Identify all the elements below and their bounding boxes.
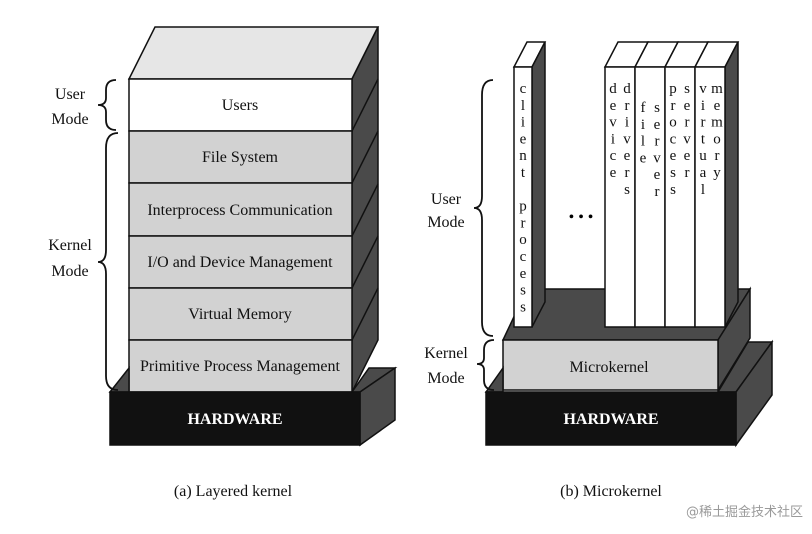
client-process-column — [513, 66, 533, 328]
kernel-mode-brace-b — [476, 339, 495, 391]
layer-file-system — [128, 130, 353, 184]
virtual-memory-column — [694, 66, 726, 328]
hardware-label-a: HARDWARE — [187, 411, 282, 428]
server-columns-side — [724, 41, 739, 328]
client-column-side — [531, 41, 546, 328]
stack-top-face — [127, 26, 380, 80]
caption-b: (b) Microkernel — [560, 483, 662, 500]
layer-label-file-system: File System — [202, 149, 279, 166]
user-mode-label-b-line1: User — [431, 191, 462, 208]
layer-label-virtual-memory: Virtual Memory — [188, 306, 291, 323]
hardware-block-a — [109, 391, 361, 446]
hardware-block-b — [485, 391, 737, 446]
layer-label-primitive-process: Primitive Process Management — [140, 358, 341, 375]
watermark: @稀土掘金技术社区 — [686, 504, 803, 520]
caption-a: (a) Layered kernel — [174, 483, 293, 500]
kernel-mode-label-b-line1: Kernel — [424, 345, 468, 362]
user-mode-label-a-line1: User — [55, 86, 86, 103]
layer-virtual-memory — [128, 287, 353, 341]
ellipsis: • • • — [569, 209, 594, 226]
user-mode-brace-b — [473, 79, 494, 337]
process-server-column — [664, 66, 696, 328]
layer-users — [128, 78, 353, 132]
kernel-mode-brace-a — [97, 132, 119, 391]
layer-label-ipc: Interprocess Communication — [147, 202, 332, 219]
hardware-label-b: HARDWARE — [563, 411, 658, 428]
layer-label-users: Users — [222, 97, 258, 114]
microkernel-box — [502, 339, 719, 391]
user-mode-brace-a — [97, 79, 117, 131]
device-drivers-column — [604, 66, 636, 328]
layer-ipc — [128, 182, 353, 237]
layer-label-io-device: I/O and Device Management — [147, 254, 333, 271]
user-mode-label-a-line2: Mode — [51, 111, 88, 128]
file-server-column — [634, 66, 666, 328]
stack-side-separators — [351, 78, 379, 341]
layer-io-device — [128, 235, 353, 289]
user-mode-label-b-line2: Mode — [427, 214, 464, 231]
microkernel-label: Microkernel — [569, 359, 649, 376]
kernel-mode-label-b-line2: Mode — [427, 370, 464, 387]
kernel-mode-label-a-line1: Kernel — [48, 237, 92, 254]
layered-kernel-figure: Users File System Interprocess Communica… — [48, 26, 398, 500]
kernel-mode-label-a-line2: Mode — [51, 263, 88, 280]
